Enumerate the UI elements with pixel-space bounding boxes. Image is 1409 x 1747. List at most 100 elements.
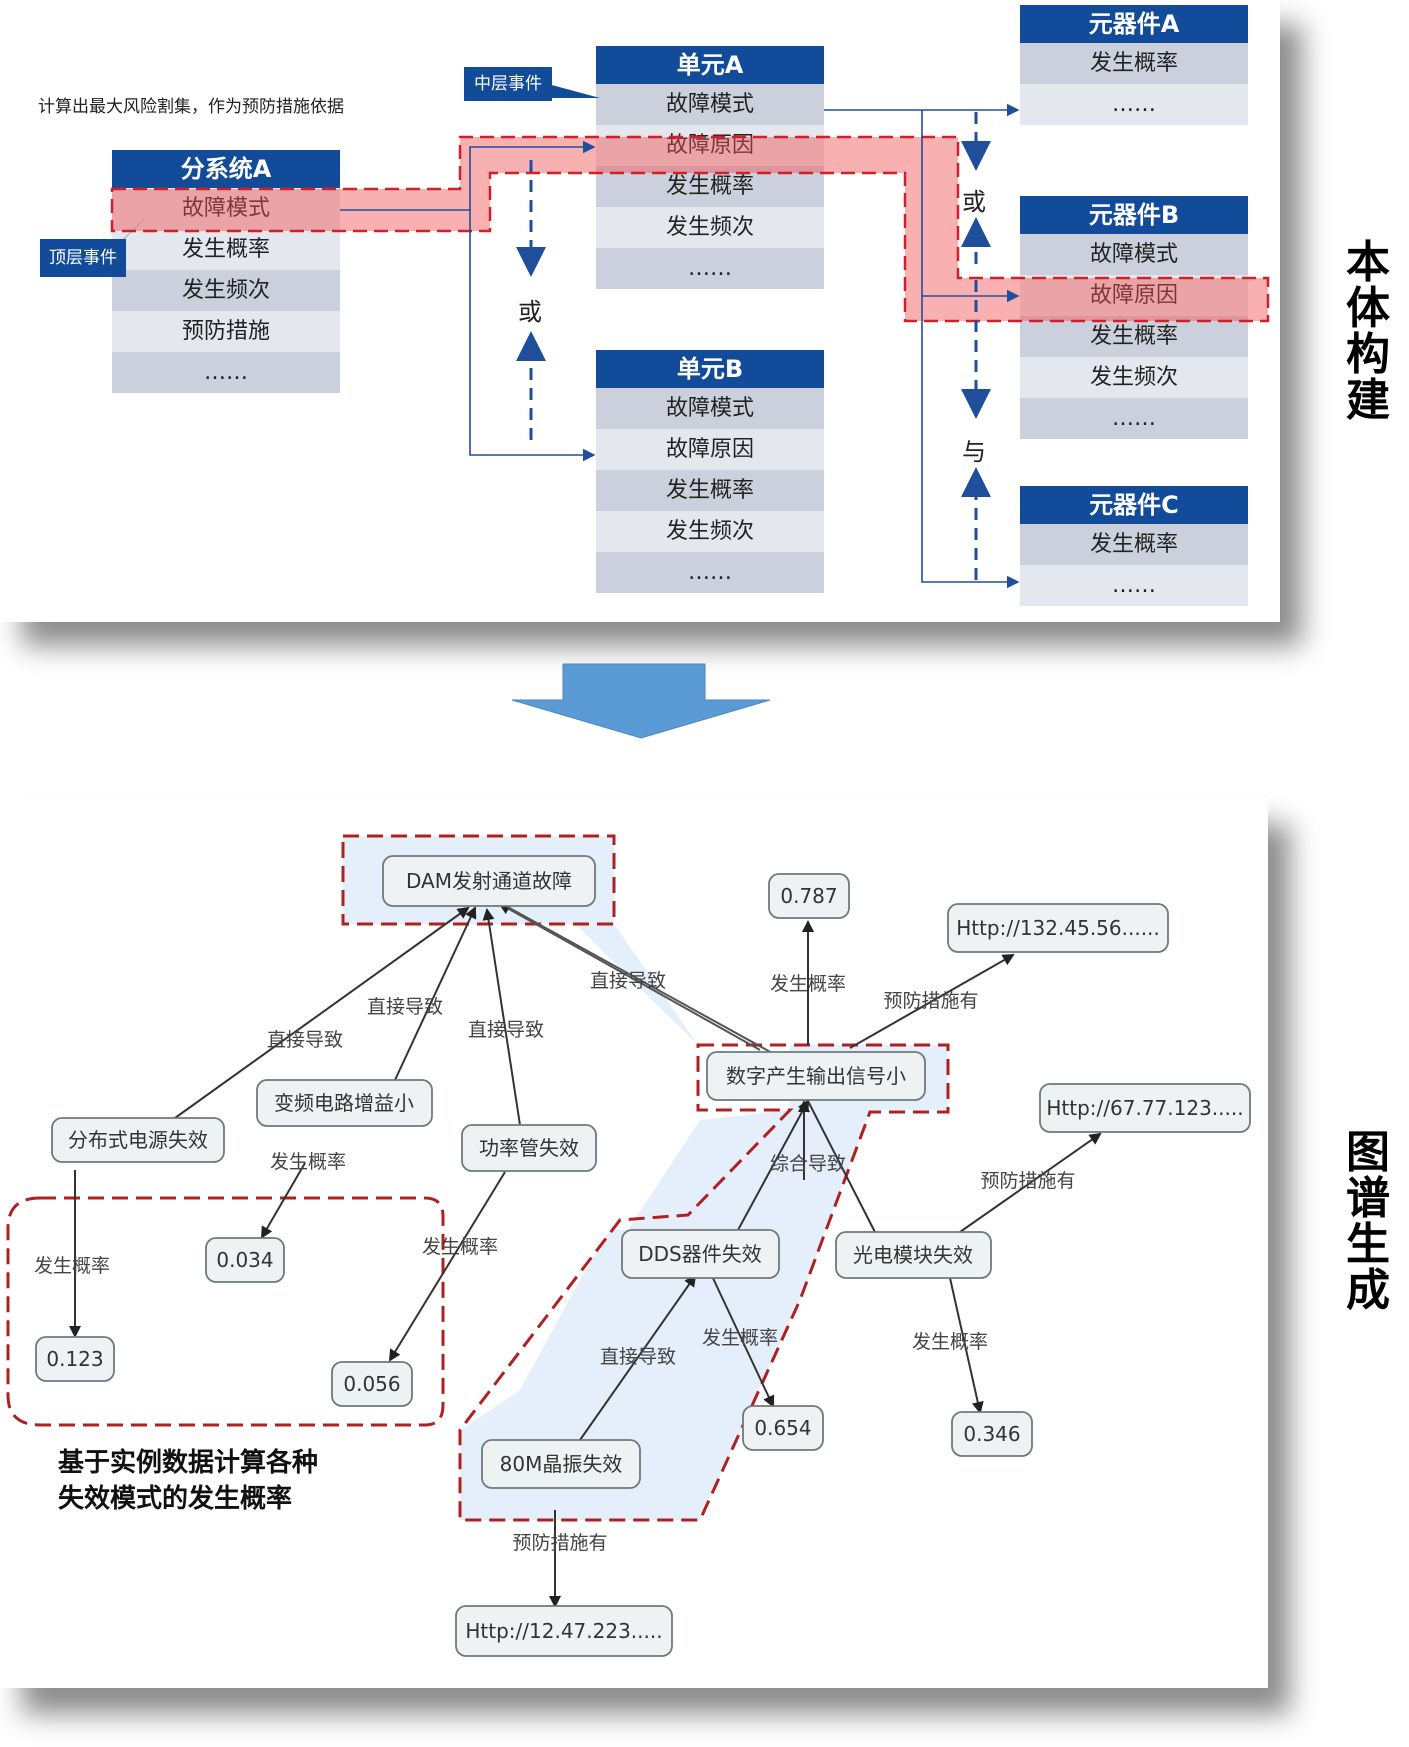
component-b-row: 发生频次 [1020, 357, 1248, 398]
ontology-connectors [110, 84, 1270, 589]
edge-label-prob: 发生概率 [422, 1236, 498, 1258]
node-value-0123: 0.123 [35, 1336, 115, 1382]
node-value-0787: 0.787 [768, 873, 850, 919]
node-url-2: Http://67.77.123..... [1039, 1083, 1251, 1133]
node-freq-circuit: 变频电路增益小 [256, 1079, 433, 1127]
component-b-row: 发生概率 [1020, 316, 1248, 357]
svg-text:DAM发射通道故障: DAM发射通道故障 [406, 869, 572, 893]
node-value-0654: 0.654 [742, 1405, 824, 1451]
node-url-3: Http://12.47.223..... [455, 1605, 673, 1657]
svg-text:数字产生输出信号小: 数字产生输出信号小 [726, 1064, 906, 1088]
unit-b-row: 发生概率 [596, 470, 824, 511]
component-a-box: 元器件A 发生概率 …… [1020, 5, 1248, 125]
graph-caption: 基于实例数据计算各种 失效模式的发生概率 [58, 1445, 318, 1517]
component-b-row: …… [1020, 398, 1248, 439]
node-url-1: Http://132.45.56...... [947, 903, 1169, 953]
subsystem-a-row: 发生概率 [112, 229, 340, 270]
edge-label-prevent: 预防措施有 [980, 1170, 1075, 1192]
svg-text:光电模块失效: 光电模块失效 [853, 1243, 973, 1267]
component-c-title: 元器件C [1020, 486, 1248, 524]
unit-a-box: 单元A 故障模式 故障原因 发生概率 发生频次 …… [596, 46, 824, 289]
edge-label-direct: 直接导致 [367, 996, 443, 1018]
svg-text:0.654: 0.654 [754, 1416, 811, 1440]
unit-a-title: 单元A [596, 46, 824, 84]
unit-a-row: …… [596, 248, 824, 289]
component-b-box: 元器件B 故障模式 故障原因 发生概率 发生频次 …… [1020, 196, 1248, 439]
node-optical-module: 光电模块失效 [835, 1231, 992, 1279]
top-event-tag: 顶层事件 [40, 239, 126, 277]
node-digital-signal: 数字产生输出信号小 [706, 1051, 926, 1101]
svg-text:功率管失效: 功率管失效 [479, 1136, 579, 1160]
svg-text:0.034: 0.034 [216, 1248, 273, 1272]
subsystem-a-row: 故障模式 [112, 188, 340, 229]
middle-event-tag: 中层事件 [464, 67, 552, 101]
component-b-title: 元器件B [1020, 196, 1248, 234]
node-crystal: 80M晶振失效 [481, 1439, 641, 1489]
svg-text:Http://132.45.56......: Http://132.45.56...... [956, 916, 1160, 940]
and-label-components: 与 [962, 438, 986, 466]
subsystem-a-row: 预防措施 [112, 311, 340, 352]
or-label-components: 或 [962, 188, 986, 216]
dashed-outline-dam [341, 834, 616, 926]
component-c-row: …… [1020, 565, 1248, 606]
unit-b-row: 故障模式 [596, 388, 824, 429]
subsystem-a-title: 分系统A [112, 150, 340, 188]
graph-title: 图谱生成 [1346, 1127, 1390, 1316]
svg-text:0.056: 0.056 [343, 1372, 400, 1396]
svg-text:变频电路增益小: 变频电路增益小 [274, 1091, 414, 1115]
edge-label-prob: 发生概率 [912, 1331, 988, 1353]
edge-label-direct: 直接导致 [590, 970, 666, 992]
svg-text:80M晶振失效: 80M晶振失效 [500, 1452, 623, 1476]
graph-caption-line1: 基于实例数据计算各种 [58, 1448, 319, 1478]
graph-caption-line2: 失效模式的发生概率 [58, 1484, 293, 1514]
subsystem-a-box: 分系统A 故障模式 发生概率 发生频次 预防措施 …… [112, 150, 340, 393]
svg-text:分布式电源失效: 分布式电源失效 [68, 1128, 208, 1152]
component-b-row: 故障模式 [1020, 234, 1248, 275]
unit-a-row: 故障模式 [596, 84, 824, 125]
or-label-units: 或 [518, 298, 542, 326]
component-b-row: 故障原因 [1020, 275, 1248, 316]
node-value-0034: 0.034 [205, 1237, 285, 1283]
unit-b-row: 发生频次 [596, 511, 824, 552]
edge-label-prevent: 预防措施有 [883, 990, 978, 1012]
edge-label-direct: 直接导致 [267, 1029, 343, 1051]
highlight-region-chain [460, 852, 948, 1520]
unit-b-row: 故障原因 [596, 429, 824, 470]
edge-label-prob: 发生概率 [702, 1327, 778, 1349]
component-a-title: 元器件A [1020, 5, 1248, 43]
edge-label-prob: 发生概率 [770, 973, 846, 995]
subsystem-a-row: 发生频次 [112, 270, 340, 311]
unit-b-row: …… [596, 552, 824, 593]
edge-label-composite: 综合导致 [770, 1153, 846, 1175]
component-a-row: …… [1020, 84, 1248, 125]
node-value-0056: 0.056 [331, 1361, 413, 1407]
unit-a-row: 故障原因 [596, 125, 824, 166]
component-c-row: 发生概率 [1020, 524, 1248, 565]
unit-b-title: 单元B [596, 350, 824, 388]
node-dds-device: DDS器件失效 [621, 1229, 780, 1279]
edge-label-direct: 直接导致 [600, 1346, 676, 1368]
svg-text:0.346: 0.346 [963, 1422, 1020, 1446]
dashed-outline-digital [458, 1043, 950, 1522]
unit-a-row: 发生频次 [596, 207, 824, 248]
svg-text:Http://12.47.223.....: Http://12.47.223..... [465, 1619, 662, 1643]
ontology-title: 本体构建 [1346, 237, 1390, 426]
subsystem-a-row: …… [112, 352, 340, 393]
edge-label-prevent: 预防措施有 [512, 1532, 607, 1554]
risk-cutset-highlight [110, 135, 1270, 323]
svg-text:0.787: 0.787 [780, 884, 837, 908]
svg-text:Http://67.77.123.....: Http://67.77.123..... [1046, 1096, 1243, 1120]
ontology-note: 计算出最大风险割集，作为预防措施依据 [38, 97, 344, 117]
node-dam-failure: DAM发射通道故障 [382, 855, 596, 907]
edge-label-direct: 直接导致 [468, 1019, 544, 1041]
edge-label-prob: 发生概率 [270, 1151, 346, 1173]
node-value-0346: 0.346 [951, 1411, 1033, 1457]
component-a-row: 发生概率 [1020, 43, 1248, 84]
unit-b-box: 单元B 故障模式 故障原因 发生概率 发生频次 …… [596, 350, 824, 593]
node-power-tube: 功率管失效 [461, 1124, 597, 1172]
component-c-box: 元器件C 发生概率 …… [1020, 486, 1248, 606]
svg-text:DDS器件失效: DDS器件失效 [638, 1242, 762, 1266]
edge-label-prob: 发生概率 [34, 1255, 110, 1277]
